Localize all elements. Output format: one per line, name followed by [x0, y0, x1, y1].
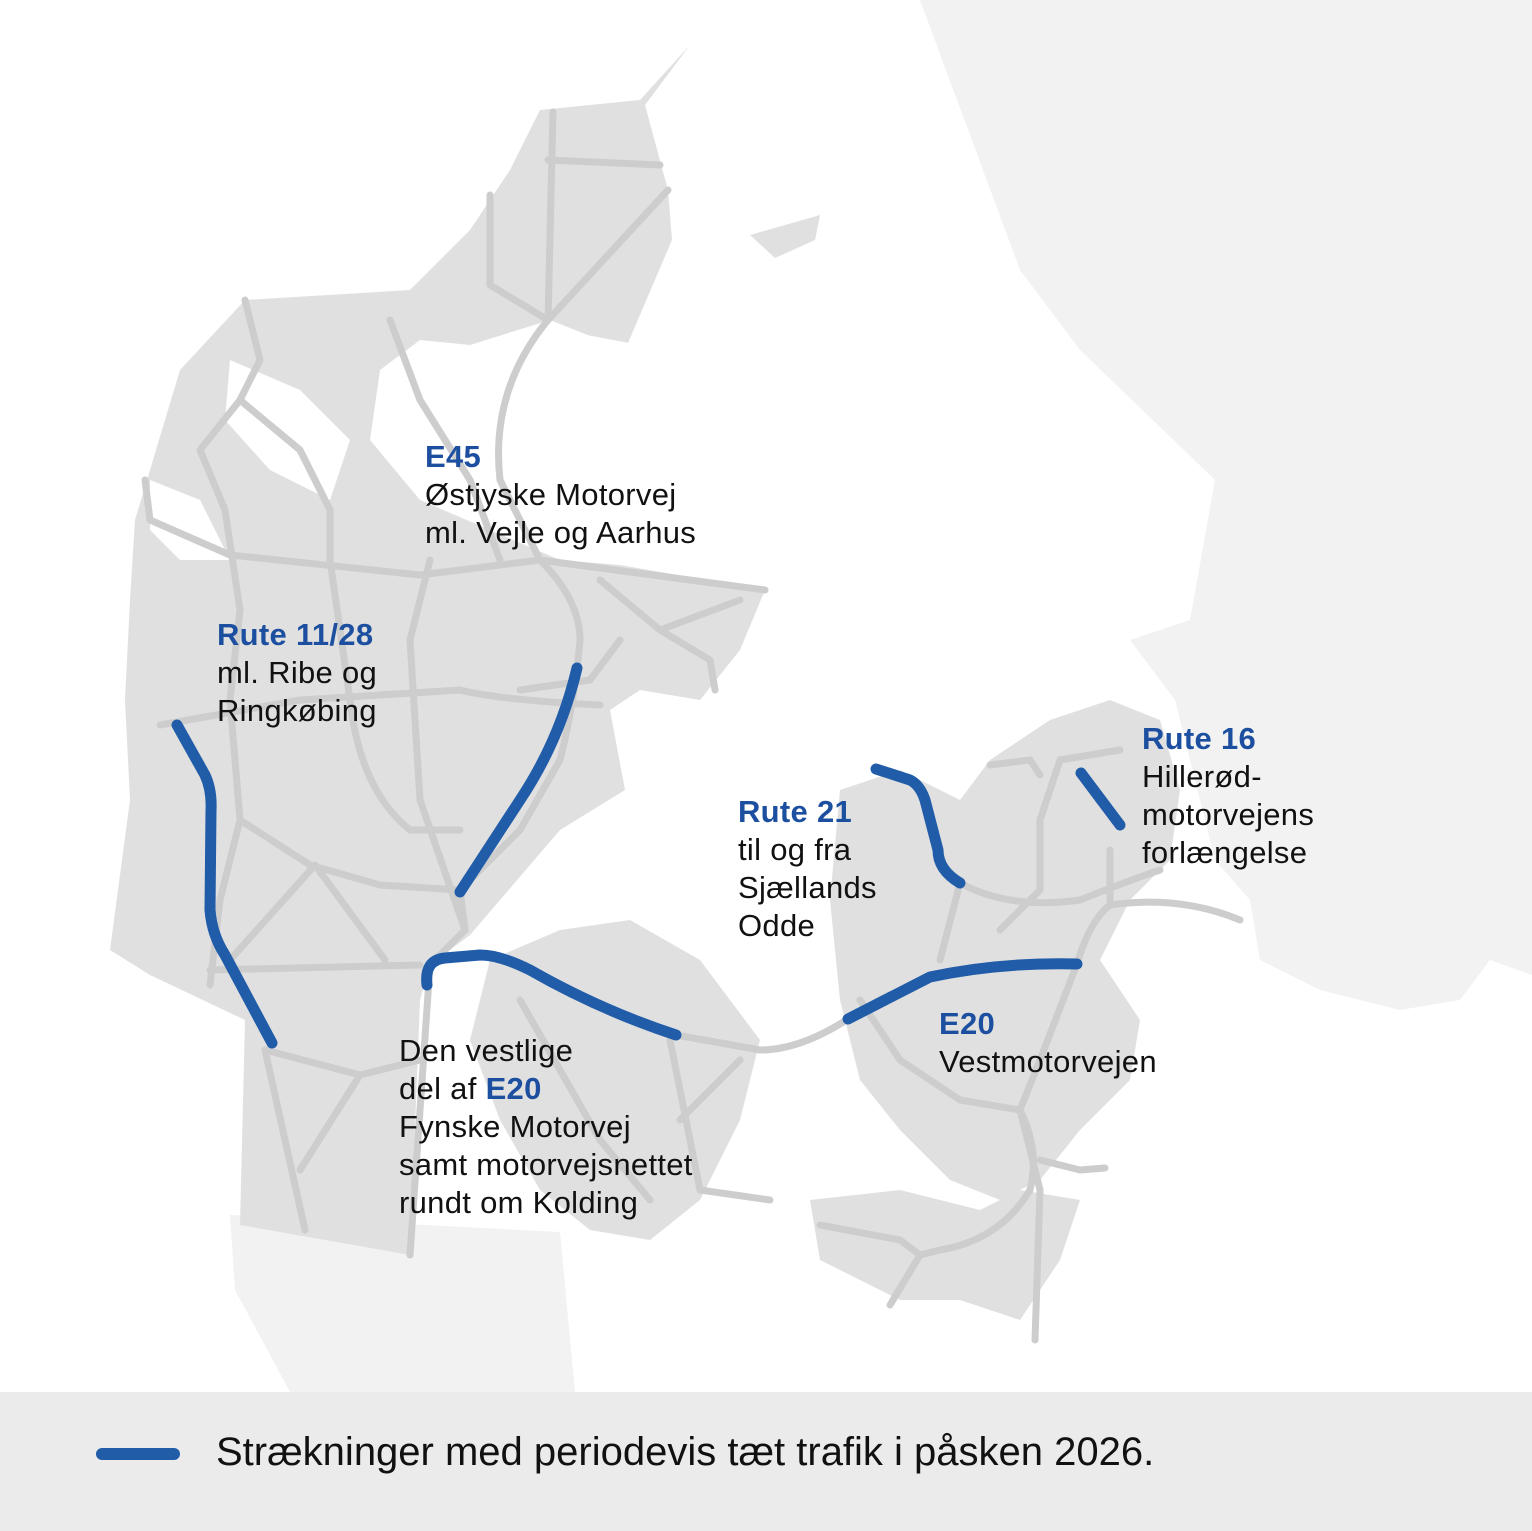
- label-e20-east-title: E20: [939, 1006, 996, 1041]
- label-rute-11-28: Rute 11/28 ml. Ribe og Ringkøbing: [217, 616, 377, 730]
- legend: Strækninger med periodevis tæt trafik i …: [0, 1392, 1532, 1531]
- label-rute-21-line: Sjællands: [738, 870, 877, 905]
- germany: [230, 1215, 575, 1392]
- label-e20-west-line: del af E20: [399, 1070, 693, 1108]
- label-e20-east: E20 Vestmotorvejen: [939, 1005, 1157, 1081]
- lolland-falster: [810, 1190, 1080, 1320]
- route-rute-21: [870, 763, 966, 889]
- route-e20-west: [421, 949, 682, 1041]
- label-e20-west-line: Den vestlige: [399, 1033, 574, 1068]
- label-e45-title: E45: [425, 439, 482, 474]
- fjords: [150, 330, 640, 560]
- label-rute-11-28-line: ml. Ribe og: [217, 655, 378, 690]
- label-e20-west-line: samt motorvejsnettet: [399, 1147, 693, 1182]
- jutland: [110, 45, 765, 1255]
- denmark-map: [110, 0, 1532, 1392]
- neighbor-land: [230, 0, 1532, 1392]
- sweden: [920, 0, 1532, 1010]
- label-e20-west-line: Fynske Motorvej: [399, 1109, 631, 1144]
- label-rute-16: Rute 16 Hillerød- motorvejens forlængels…: [1142, 720, 1314, 872]
- label-e20-west-prefix: del af: [399, 1071, 486, 1106]
- label-rute-16-title: Rute 16: [1142, 721, 1257, 756]
- route-rute-16: [1075, 767, 1126, 831]
- label-e20-west-accent: E20: [485, 1071, 542, 1106]
- danish-land: [110, 45, 1180, 1320]
- label-rute-11-28-line: Ringkøbing: [217, 693, 377, 728]
- route-rute-11-28: [171, 719, 278, 1049]
- label-e20-east-line: Vestmotorvejen: [939, 1044, 1157, 1079]
- legend-text: Strækninger med periodevis tæt trafik i …: [216, 1430, 1155, 1474]
- label-rute-16-line: motorvejens: [1142, 797, 1315, 832]
- road-network: [141, 108, 1244, 1344]
- label-rute-21-line: Odde: [738, 908, 816, 943]
- label-e20-west: Den vestlige del af E20 Fynske Motorvej …: [399, 1032, 693, 1222]
- label-e20-west-line: rundt om Kolding: [399, 1185, 639, 1220]
- label-e45-line: Østjyske Motorvej: [425, 477, 677, 512]
- legend-route-swatch: [96, 1448, 180, 1460]
- label-rute-21-line: til og fra: [738, 832, 852, 867]
- label-rute-16-line: Hillerød-: [1142, 759, 1262, 794]
- label-e45: E45 Østjyske Motorvej ml. Vejle og Aarhu…: [425, 438, 696, 552]
- label-rute-21-title: Rute 21: [738, 794, 853, 829]
- label-rute-16-line: forlængelse: [1142, 835, 1308, 870]
- djursland-islet: [750, 215, 820, 258]
- congested-routes: [171, 662, 1126, 1049]
- funen: [470, 920, 760, 1240]
- route-e45: [454, 662, 583, 898]
- route-e20-east: [842, 958, 1083, 1025]
- label-rute-11-28-title: Rute 11/28: [217, 617, 374, 652]
- label-rute-21: Rute 21 til og fra Sjællands Odde: [738, 793, 877, 945]
- label-e45-line: ml. Vejle og Aarhus: [425, 515, 697, 550]
